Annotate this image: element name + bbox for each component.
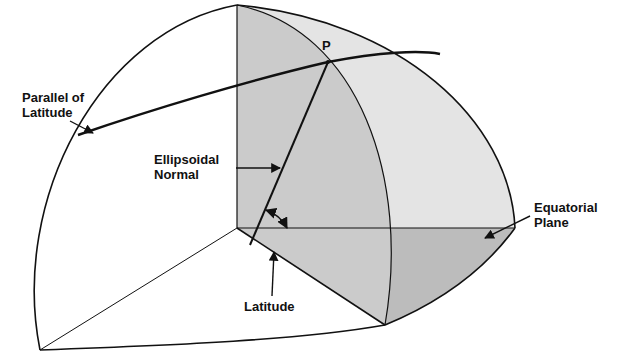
parallel-curve: [78, 52, 440, 135]
polar-axis: [236, 5, 237, 228]
outline-bottom: [40, 228, 515, 350]
callout-label: Latitude: [244, 299, 324, 314]
leader-line: [70, 121, 93, 133]
octant-edge: [40, 228, 237, 350]
point-label: P: [322, 38, 342, 53]
outline-right: [237, 5, 515, 228]
leader-line: [272, 252, 274, 296]
outline-left: [34, 5, 237, 350]
latitude-arc: [266, 210, 287, 228]
callout-label: Ellipsoidal Normal: [152, 152, 236, 182]
normal-line: [250, 62, 328, 245]
meridian-base: [237, 228, 385, 325]
meridian-plane: [237, 5, 391, 325]
leader-line: [485, 216, 530, 238]
equator-line: [237, 227, 515, 228]
callout-label: Equatorial Plane: [534, 200, 614, 230]
point-p: [326, 60, 330, 64]
ellipsoid-surface: [237, 5, 515, 325]
leader-line: [236, 167, 280, 168]
meridian-arc: [237, 5, 391, 325]
callout-label: Parallel of Latitude: [22, 90, 102, 120]
